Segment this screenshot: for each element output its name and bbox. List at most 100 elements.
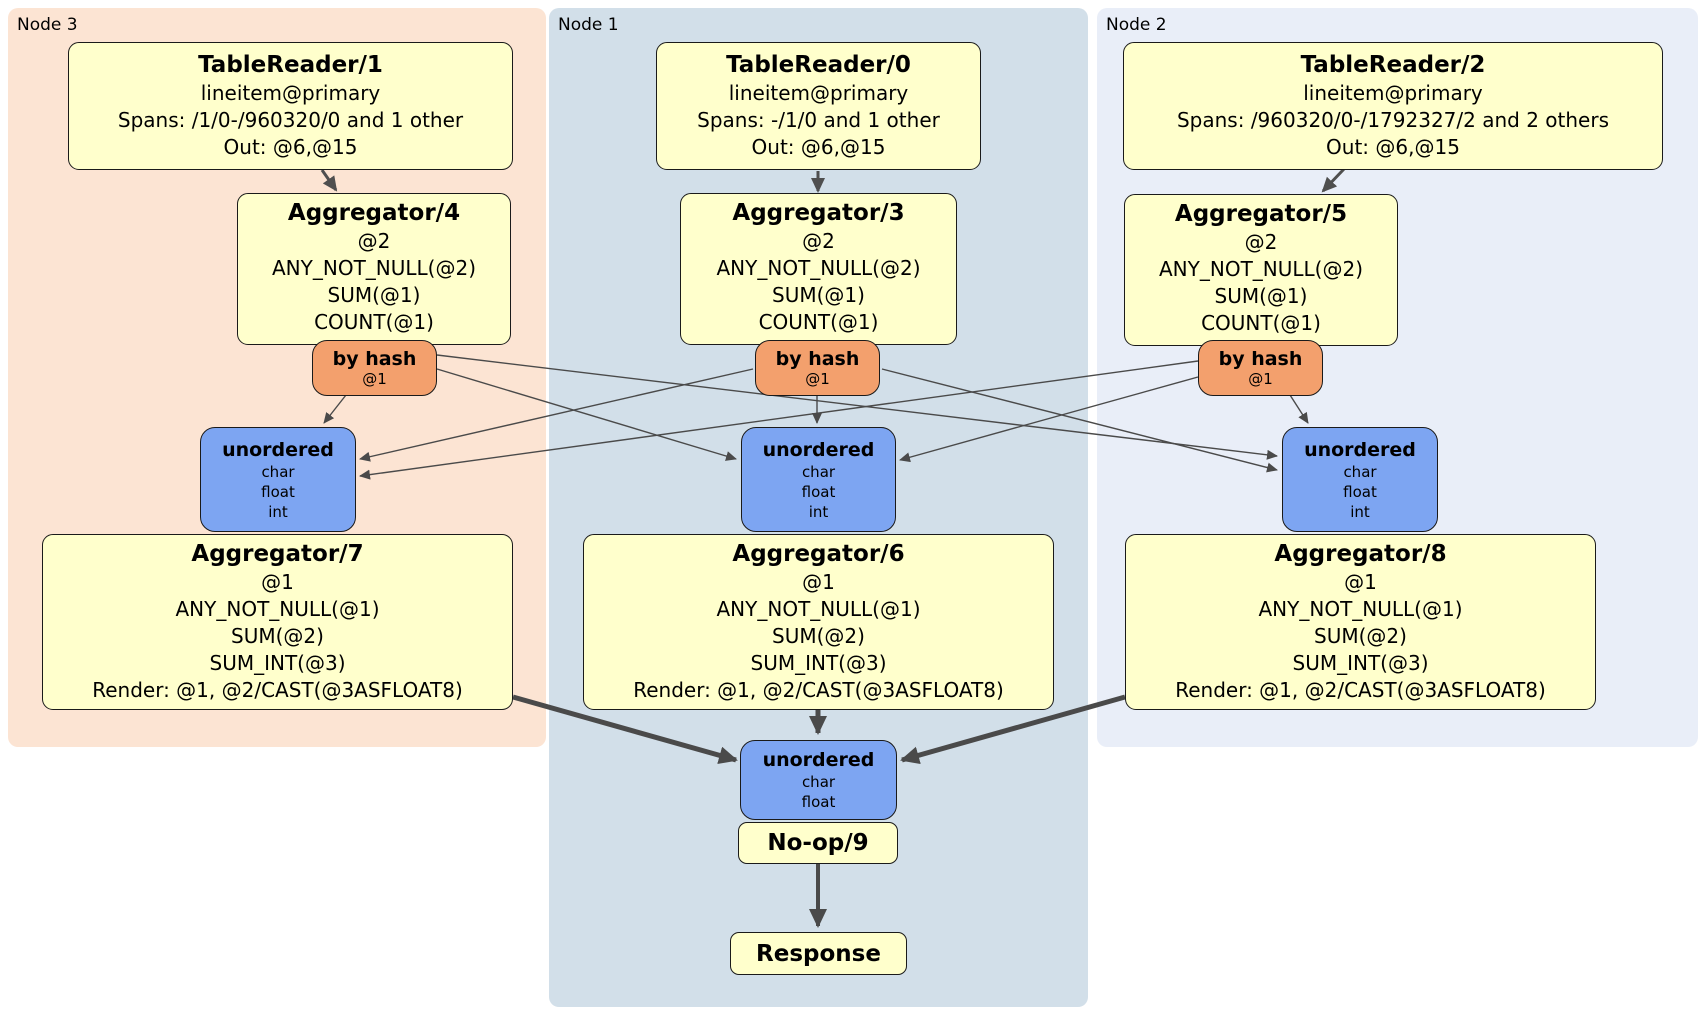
hash-router-node2-title: by hash [1218,348,1303,370]
aggregator-3-box: Aggregator/3 @2 ANY_NOT_NULL(@2) SUM(@1)… [680,193,957,345]
tablereader-2-box: TableReader/2 lineitem@primary Spans: /9… [1123,42,1663,170]
aggregator-7-line: @1 [261,570,294,594]
aggregator-5-line: ANY_NOT_NULL(@2) [1159,257,1363,281]
sync-type: float [801,793,836,811]
aggregator-8-line: ANY_NOT_NULL(@1) [1258,597,1463,621]
tablereader-0-out: Out: @6,@15 [751,135,886,159]
aggregator-3-line: COUNT(@1) [758,310,879,334]
response-title: Response [756,940,881,967]
unordered-sync-node3-title: unordered [222,438,334,461]
aggregator-4-line: @2 [357,229,391,253]
tablereader-2-title: TableReader/2 [1300,52,1486,78]
response-box: Response [730,932,907,975]
edge-hash1-to-sync3 [359,368,754,462]
hash-router-node3: by hash @1 [312,340,437,396]
edge-hash3-to-sync2 [436,354,1278,460]
aggregator-5-line: COUNT(@1) [1201,311,1321,335]
edge-agg7-to-final-sync [512,694,738,765]
tablereader-1-box: TableReader/1 lineitem@primary Spans: /1… [68,42,513,170]
aggregator-3-line: SUM(@1) [772,283,865,307]
aggregator-4-title: Aggregator/4 [287,200,461,226]
hash-router-node1: by hash @1 [755,340,880,396]
tablereader-1-index: lineitem@primary [200,81,381,105]
hash-router-node2: by hash @1 [1198,340,1323,396]
aggregator-7-line: Render: @1, @2/CAST(@3ASFLOAT8) [92,678,463,702]
unordered-sync-final-title: unordered [762,749,875,771]
hash-router-node1-detail: @1 [805,370,830,388]
aggregator-4-line: ANY_NOT_NULL(@2) [272,256,476,280]
sync-type: char [1343,462,1377,481]
noop-title: No-op/9 [767,830,869,856]
unordered-sync-final: unordered char float [740,740,897,820]
tablereader-2-out: Out: @6,@15 [1326,135,1460,159]
sync-type: float [1343,482,1377,501]
aggregator-7-line: SUM_INT(@3) [209,651,346,675]
unordered-sync-node1: unordered char float int [741,427,896,532]
aggregator-6-title: Aggregator/6 [732,541,905,567]
aggregator-8-line: SUM(@2) [1314,624,1407,648]
aggregator-6-line: SUM_INT(@3) [750,651,887,675]
aggregator-6-box: Aggregator/6 @1 ANY_NOT_NULL(@1) SUM(@2)… [583,534,1054,710]
hash-router-node3-detail: @1 [362,370,387,388]
aggregator-8-title: Aggregator/8 [1274,541,1447,567]
sync-type: char [801,462,836,481]
sync-type: int [268,502,288,521]
sync-type: int [808,502,829,521]
sync-type: char [261,462,295,481]
edge-hash1-to-sync2 [881,368,1278,473]
aggregator-5-box: Aggregator/5 @2 ANY_NOT_NULL(@2) SUM(@1)… [1124,194,1398,346]
aggregator-6-line: SUM(@2) [772,624,865,648]
edge-agg8-to-final-sync [900,694,1126,765]
edge-hash2-to-sync1 [899,376,1199,463]
edge-tr1-to-agg4 [320,169,338,192]
aggregator-3-line: ANY_NOT_NULL(@2) [716,256,921,280]
aggregator-7-line: SUM(@2) [231,624,324,648]
unordered-sync-node3: unordered char float int [200,427,356,532]
unordered-sync-node1-title: unordered [762,438,875,461]
tablereader-1-out: Out: @6,@15 [223,135,358,159]
hash-router-node3-title: by hash [332,348,417,370]
aggregator-7-title: Aggregator/7 [191,541,364,567]
aggregator-6-line: ANY_NOT_NULL(@1) [716,597,921,621]
aggregator-8-box: Aggregator/8 @1 ANY_NOT_NULL(@1) SUM(@2)… [1125,534,1596,710]
tablereader-1-title: TableReader/1 [198,52,383,78]
aggregator-6-line: Render: @1, @2/CAST(@3ASFLOAT8) [633,678,1004,702]
aggregator-7-line: ANY_NOT_NULL(@1) [175,597,380,621]
noop-box: No-op/9 [738,822,898,864]
tablereader-0-title: TableReader/0 [726,52,911,78]
aggregator-5-line: SUM(@1) [1214,284,1308,308]
aggregator-7-box: Aggregator/7 @1 ANY_NOT_NULL(@1) SUM(@2)… [42,534,513,710]
aggregator-5-line: @2 [1244,230,1278,254]
aggregator-6-line: @1 [802,570,835,594]
aggregator-8-line: SUM_INT(@3) [1292,651,1429,675]
aggregator-3-line: @2 [802,229,835,253]
edge-hash2-to-sync2 [1289,394,1309,424]
tablereader-1-spans: Spans: /1/0-/960320/0 and 1 other [117,108,464,132]
tablereader-0-index: lineitem@primary [728,81,909,105]
sync-type: char [801,773,836,791]
sync-type: float [801,482,836,501]
hash-router-node2-detail: @1 [1248,370,1273,388]
edge-hash2-to-sync3 [359,360,1199,480]
aggregator-4-line: COUNT(@1) [314,310,434,334]
aggregator-8-line: @1 [1344,570,1377,594]
edge-hash3-to-sync3 [323,394,347,424]
sync-type: int [1350,502,1370,521]
region-label-node2: Node 2 [1106,15,1167,35]
aggregator-4-line: SUM(@1) [327,283,421,307]
aggregator-3-title: Aggregator/3 [732,200,905,226]
tablereader-2-index: lineitem@primary [1303,81,1483,105]
aggregator-4-box: Aggregator/4 @2 ANY_NOT_NULL(@2) SUM(@1)… [237,193,511,345]
edge-hash3-to-sync1 [436,368,737,461]
aggregator-8-line: Render: @1, @2/CAST(@3ASFLOAT8) [1175,678,1546,702]
sync-type: float [261,482,295,501]
tablereader-0-spans: Spans: -/1/0 and 1 other [697,108,940,132]
region-label-node1: Node 1 [558,15,619,35]
region-label-node3: Node 3 [17,15,78,35]
unordered-sync-node2-title: unordered [1304,438,1416,461]
edge-tr2-to-agg5 [1321,167,1346,193]
tablereader-2-spans: Spans: /960320/0-/1792327/2 and 2 others [1176,108,1609,132]
aggregator-5-title: Aggregator/5 [1174,201,1348,227]
